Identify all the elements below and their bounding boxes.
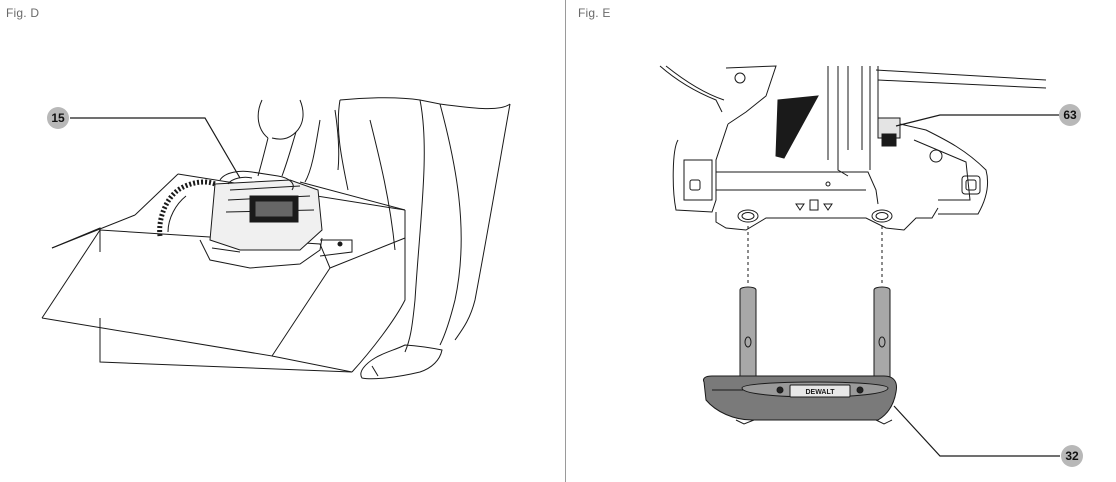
figure-d-panel: Fig. D <box>6 6 511 380</box>
callout-63-number: 63 <box>1063 108 1077 122</box>
panel-divider <box>565 0 566 482</box>
alignment-lines <box>747 226 883 284</box>
figure-e-panel: Fig. E <box>566 0 1116 482</box>
figure-d-label: Fig. D <box>6 6 40 20</box>
callout-15-number: 15 <box>51 111 65 125</box>
callout-63: 63 <box>895 104 1081 127</box>
figure-e-label: Fig. E <box>578 6 611 20</box>
figure-e-illustration: DEWALT 63 32 <box>659 65 1083 467</box>
support-stand <box>703 286 897 425</box>
brand-plate-text: DEWALT <box>805 389 835 396</box>
callout-15: 15 <box>47 107 241 179</box>
miter-saw <box>157 170 353 269</box>
callout-32: 32 <box>893 405 1083 467</box>
figure-d-illustration: 15 <box>41 97 511 380</box>
person-figure <box>257 97 511 380</box>
saw-base <box>659 65 1047 231</box>
callout-32-number: 32 <box>1065 449 1079 463</box>
